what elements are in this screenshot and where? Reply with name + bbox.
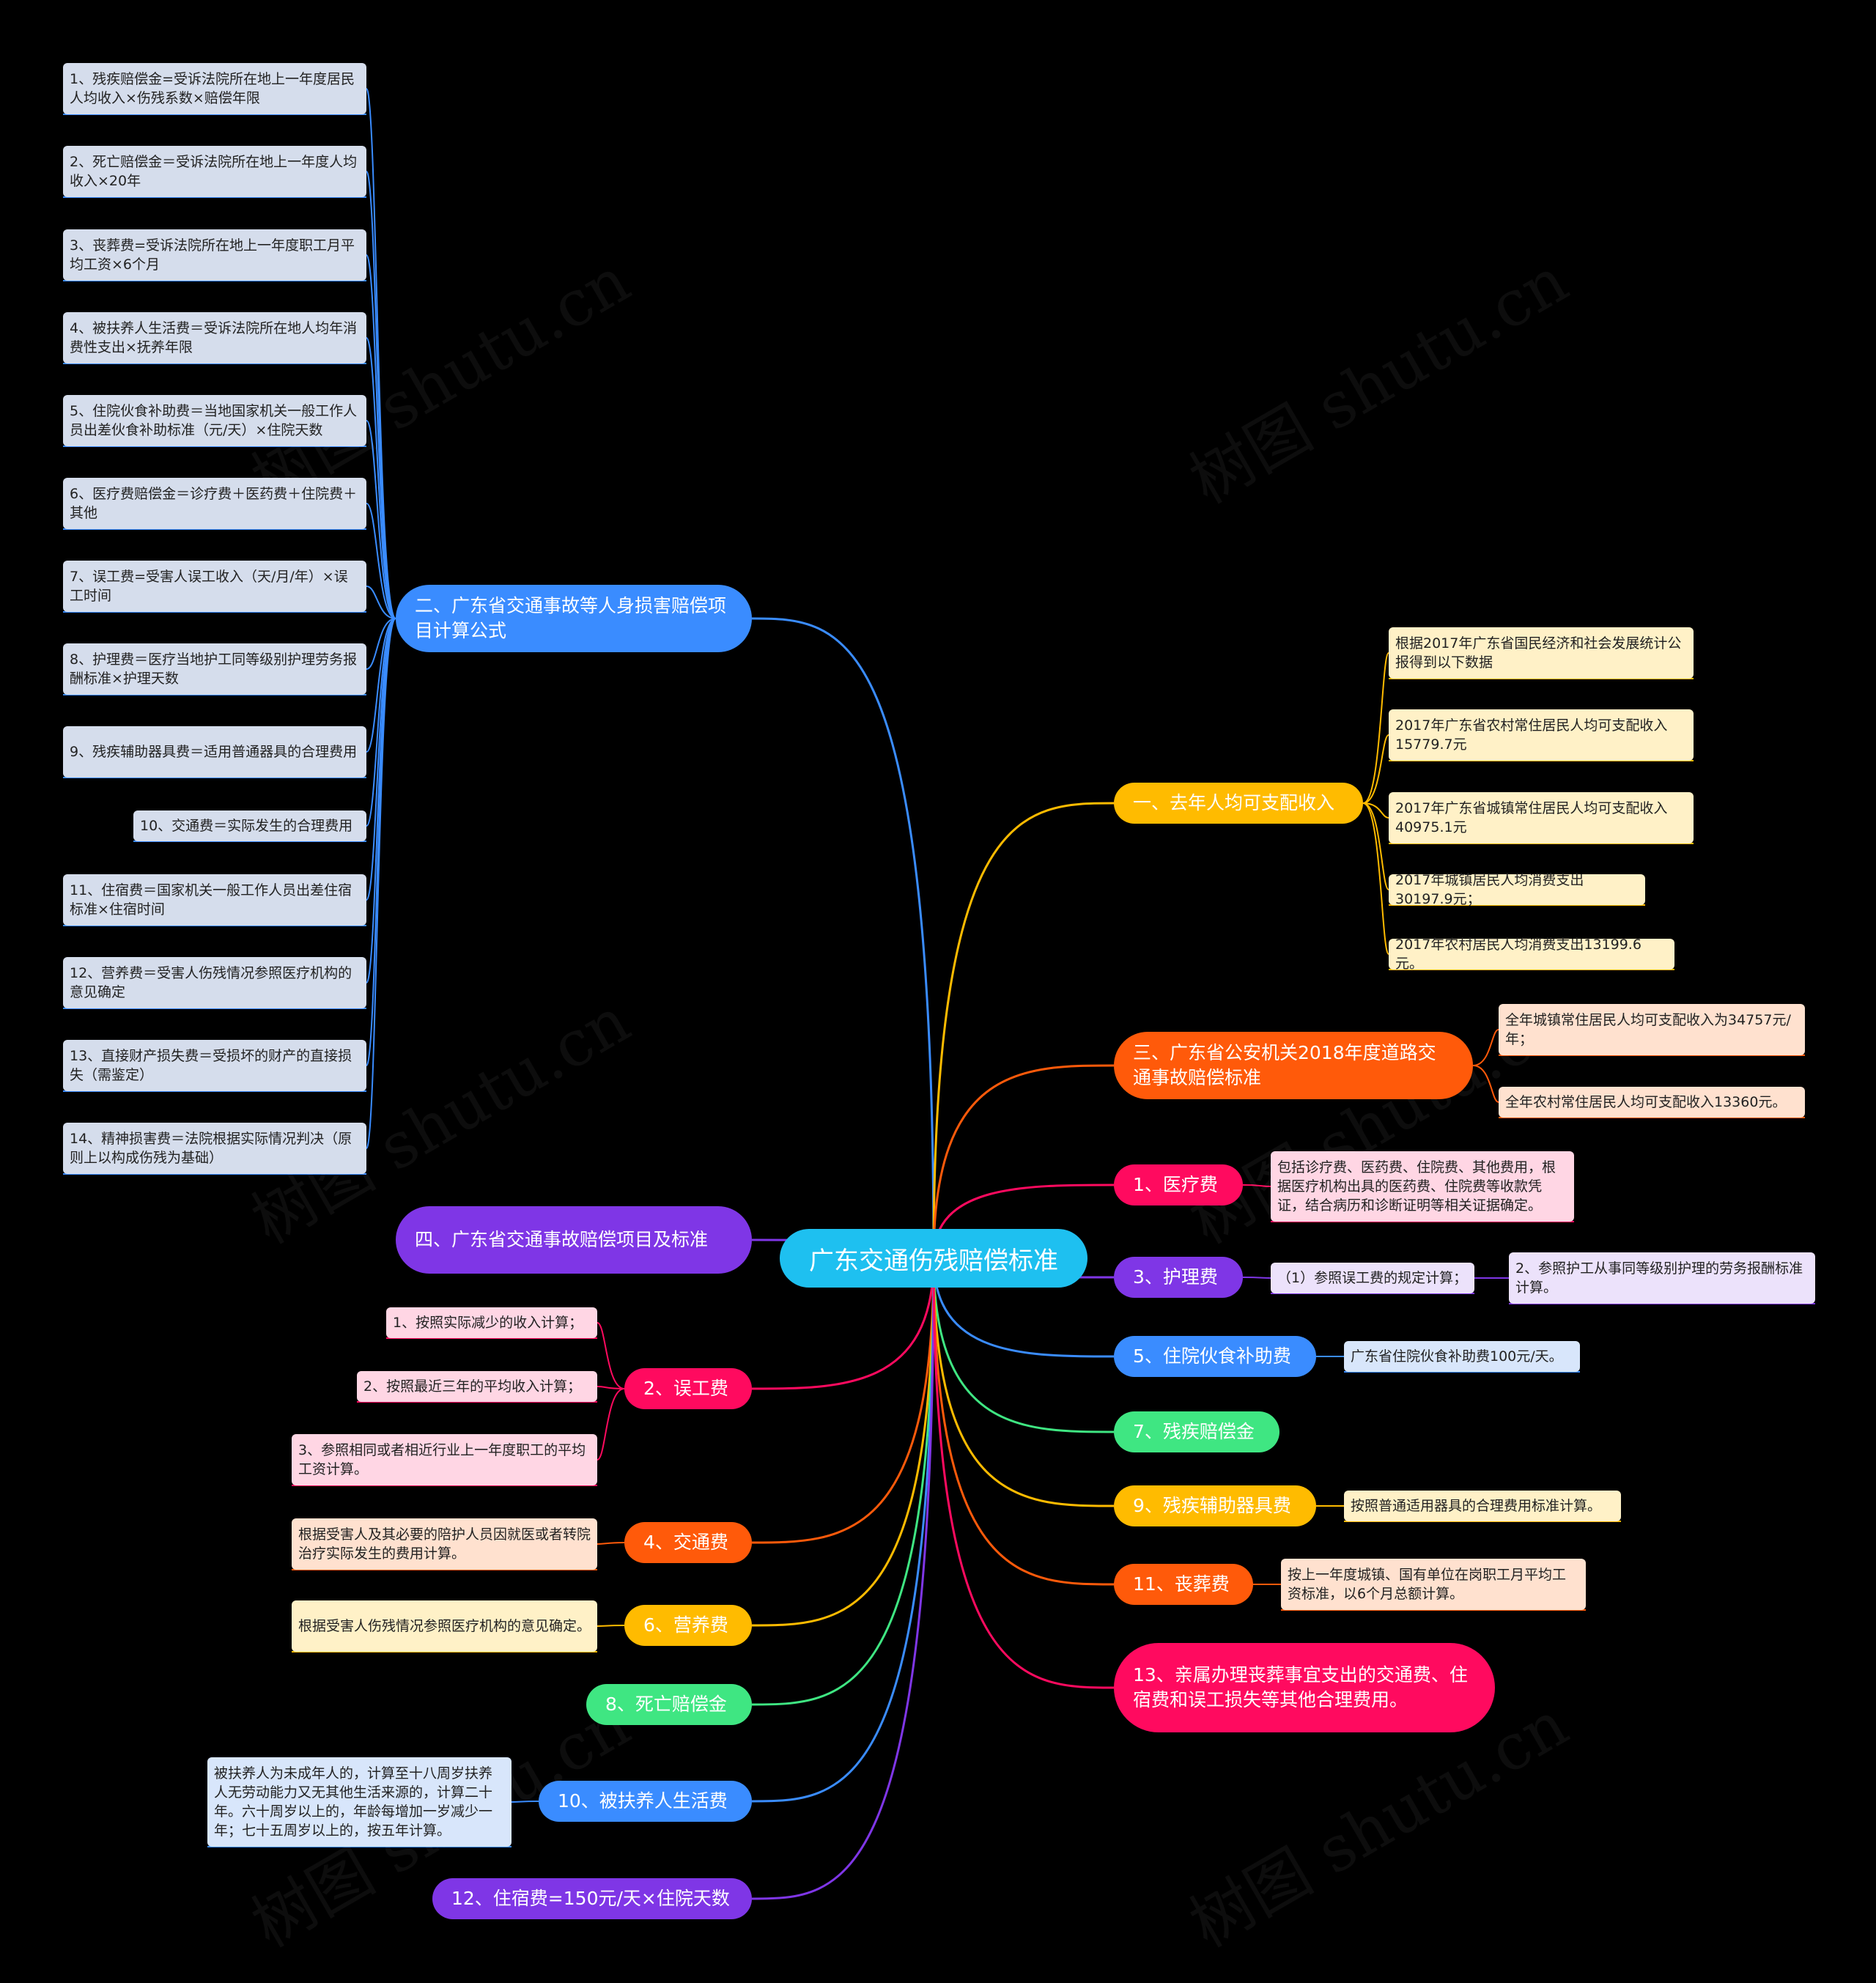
child-card[interactable]: 1、按照实际减少的收入计算； bbox=[386, 1307, 597, 1338]
child-card[interactable]: 7、误工费=受害人误工收入（天/月/年）×误工时间 bbox=[63, 561, 366, 612]
child-card[interactable]: 被扶养人为未成年人的，计算至十八周岁扶养人无劳动能力又无其他生活来源的，计算二十… bbox=[207, 1757, 512, 1847]
branch-topic[interactable]: 二、广东省交通事故等人身损害赔偿项目计算公式 bbox=[396, 585, 752, 652]
branch-topic[interactable]: 一、去年人均可支配收入 bbox=[1114, 783, 1363, 824]
child-card[interactable]: 3、丧葬费=受诉法院所在地上一年度职工月平均工资×6个月 bbox=[63, 229, 366, 281]
child-card[interactable]: 2017年农村居民人均消费支出13199.6元。 bbox=[1389, 937, 1674, 972]
branch-topic[interactable]: 1、医疗费 bbox=[1114, 1164, 1243, 1205]
branch-topic[interactable]: 三、广东省公安机关2018年度道路交通事故赔偿标准 bbox=[1114, 1032, 1473, 1099]
child-connector bbox=[366, 618, 396, 901]
branch-connector bbox=[932, 1258, 1115, 1586]
child-connector bbox=[1472, 1065, 1499, 1103]
child-card[interactable]: 按上一年度城镇、国有单位在岗职工月平均工资标准，以6个月总额计算。 bbox=[1281, 1559, 1586, 1610]
branch-connector bbox=[751, 1258, 935, 1803]
child-connector bbox=[366, 337, 396, 619]
child-card[interactable]: 3、参照相同或者相近行业上一年度职工的平均工资计算。 bbox=[292, 1434, 597, 1485]
child-card[interactable]: 6、医疗费赔偿金＝诊疗费＋医药费＋住院费＋其他 bbox=[63, 478, 366, 529]
child-card[interactable]: 全年农村常住居民人均可支配收入13360元。 bbox=[1499, 1087, 1805, 1118]
child-connector bbox=[1362, 802, 1389, 955]
child-card[interactable]: 按照普通适用器具的合理费用标准计算。 bbox=[1344, 1491, 1621, 1521]
child-connector bbox=[597, 1322, 625, 1389]
child-card[interactable]: 2017年广东省农村常住居民人均可支配收入15779.7元 bbox=[1389, 709, 1694, 761]
child-card[interactable]: 8、护理费＝医疗当地护工同等级别护理劳务报酬标准×护理天数 bbox=[63, 643, 366, 695]
child-connector bbox=[597, 1386, 625, 1389]
branch-connector bbox=[932, 802, 1115, 1259]
branch-connector bbox=[751, 1258, 935, 1900]
child-connector bbox=[366, 618, 396, 670]
child-card[interactable]: 4、被扶养人生活费＝受诉法院所在地人均年消费性支出×抚养年限 bbox=[63, 312, 366, 363]
branch-connector bbox=[932, 1064, 1115, 1259]
child-connector bbox=[1362, 802, 1389, 819]
child-card[interactable]: 13、直接财产损失费＝受损坏的财产的直接损失（需鉴定） bbox=[63, 1040, 366, 1091]
child-connector bbox=[1362, 734, 1389, 804]
branch-connector bbox=[932, 1258, 1115, 1433]
branch-topic[interactable]: 6、营养费 bbox=[624, 1605, 752, 1646]
child-card[interactable]: 包括诊疗费、医药费、住院费、其他费用，根据医疗机构出具的医药费、住院费等收款凭证… bbox=[1271, 1151, 1574, 1222]
child-connector bbox=[597, 1388, 625, 1461]
branch-topic[interactable]: 11、丧葬费 bbox=[1114, 1564, 1253, 1605]
child-connector bbox=[366, 420, 396, 619]
branch-topic[interactable]: 4、交通费 bbox=[624, 1522, 752, 1563]
child-card[interactable]: 2、死亡赔偿金＝受诉法院所在地上一年度人均收入×20年 bbox=[63, 146, 366, 197]
child-card[interactable]: 根据2017年广东省国民经济和社会发展统计公报得到以下数据 bbox=[1389, 627, 1694, 679]
child-card[interactable]: 2017年城镇居民人均消费支出30197.9元； bbox=[1389, 872, 1645, 907]
child-card[interactable]: （1）参照误工费的规定计算； bbox=[1271, 1263, 1474, 1293]
branch-topic[interactable]: 10、被扶养人生活费 bbox=[539, 1781, 752, 1822]
child-connector bbox=[511, 1801, 539, 1803]
branch-topic[interactable]: 3、护理费 bbox=[1114, 1257, 1243, 1298]
central-topic[interactable]: 广东交通伤残赔偿标准 bbox=[780, 1229, 1087, 1288]
child-connector bbox=[366, 503, 396, 619]
child-card[interactable]: 根据受害人伤残情况参照医疗机构的意见确定。 bbox=[292, 1600, 597, 1652]
child-card[interactable]: 全年城镇常住居民人均可支配收入为34757元/年； bbox=[1499, 1004, 1805, 1055]
child-connector bbox=[366, 618, 396, 753]
child-connector bbox=[1362, 802, 1389, 890]
branch-connector bbox=[932, 1258, 1115, 1507]
branch-topic[interactable]: 四、广东省交通事故赔偿项目及标准 bbox=[396, 1206, 752, 1274]
child-card[interactable]: 14、精神损害费＝法院根据实际情况判决（原则上以构成伤残为基础） bbox=[63, 1123, 366, 1174]
child-card[interactable]: 2、按照最近三年的平均收入计算； bbox=[357, 1371, 597, 1402]
child-card[interactable]: 11、住宿费＝国家机关一般工作人员出差住宿标准×住宿时间 bbox=[63, 874, 366, 926]
child-connector bbox=[1362, 652, 1389, 804]
child-connector bbox=[597, 1542, 625, 1545]
branch-topic[interactable]: 12、住宿费=150元/天×住院天数 bbox=[432, 1878, 752, 1919]
child-card[interactable]: 2、参照护工从事同等级别护理的劳务报酬标准计算。 bbox=[1509, 1252, 1815, 1304]
branch-connector bbox=[751, 1258, 935, 1544]
child-card[interactable]: 2017年广东省城镇常住居民人均可支配收入40975.1元 bbox=[1389, 792, 1694, 843]
child-connector bbox=[366, 171, 396, 619]
branch-topic[interactable]: 8、死亡赔偿金 bbox=[586, 1684, 752, 1725]
branch-topic[interactable]: 5、住院伙食补助费 bbox=[1114, 1336, 1316, 1377]
branch-connector bbox=[751, 1258, 935, 1706]
child-card[interactable]: 10、交通费＝实际发生的合理费用 bbox=[133, 810, 366, 841]
child-connector bbox=[366, 254, 396, 619]
branch-connector bbox=[932, 1258, 1115, 1689]
branch-topic[interactable]: 2、误工费 bbox=[624, 1368, 752, 1409]
branch-topic[interactable]: 7、残疾赔偿金 bbox=[1114, 1411, 1279, 1452]
branch-topic[interactable]: 9、残疾辅助器具费 bbox=[1114, 1485, 1316, 1526]
child-card[interactable]: 9、残疾辅助器具费＝适用普通器具的合理费用 bbox=[63, 726, 366, 778]
child-card[interactable]: 广东省住院伙食补助费100元/天。 bbox=[1344, 1341, 1580, 1372]
branch-connector bbox=[751, 1258, 935, 1390]
branch-connector bbox=[751, 1258, 935, 1627]
child-connector bbox=[366, 618, 396, 827]
child-card[interactable]: 12、营养费＝受害人伤残情况参照医疗机构的意见确定 bbox=[63, 957, 366, 1008]
child-card[interactable]: 5、住院伙食补助费＝当地国家机关一般工作人员出差伙食补助标准（元/天）×住院天数 bbox=[63, 395, 366, 446]
child-connector bbox=[1242, 1184, 1271, 1187]
child-connector bbox=[366, 618, 396, 1149]
child-card[interactable]: 根据受害人及其必要的陪护人员因就医或者转院治疗实际发生的费用计算。 bbox=[292, 1518, 597, 1570]
child-connector bbox=[1242, 1277, 1271, 1279]
child-card[interactable]: 1、残疾赔偿金=受诉法院所在地上一年度居民人均收入×伤残系数×赔偿年限 bbox=[63, 63, 366, 114]
branch-topic[interactable]: 13、亲属办理丧葬事宜支出的交通费、住宿费和误工损失等其他合理费用。 bbox=[1114, 1643, 1495, 1732]
child-connector bbox=[366, 586, 396, 619]
child-connector bbox=[1472, 1029, 1499, 1066]
child-connector bbox=[597, 1625, 625, 1627]
branch-connector bbox=[751, 617, 935, 1259]
branch-connector bbox=[932, 1258, 1115, 1358]
